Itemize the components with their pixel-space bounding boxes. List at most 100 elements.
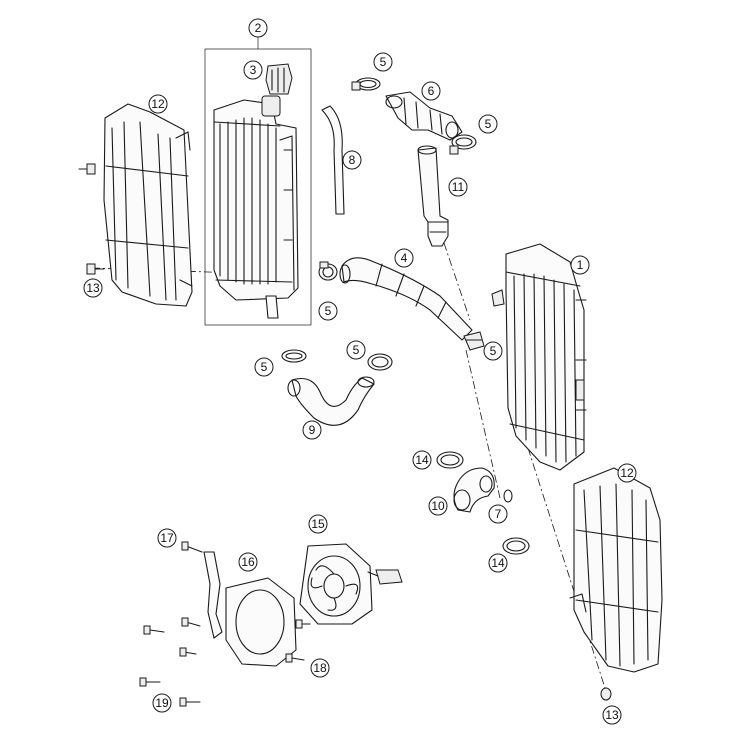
callout-c1: 1 — [570, 255, 590, 275]
callout-c9: 9 — [302, 420, 322, 440]
bent-hose — [287, 376, 375, 426]
callout-number: 13 — [86, 281, 100, 295]
callout-c14a: 14 — [412, 450, 432, 470]
callout-circle — [318, 301, 338, 321]
callout-number: 8 — [349, 153, 356, 167]
callout-number: 13 — [605, 708, 619, 722]
callout-circle — [483, 341, 503, 361]
right-radiator — [505, 243, 587, 471]
callout-c5b: 5 — [478, 114, 498, 134]
hose-clamp-mid-left — [318, 261, 338, 281]
callout-c2: 2 — [248, 18, 268, 38]
callout-c13b: 13 — [602, 705, 622, 725]
callout-number: 5 — [261, 360, 268, 374]
callout-circle — [308, 514, 328, 534]
callout-number: 18 — [313, 661, 327, 675]
callout-number: 7 — [495, 507, 502, 521]
left-radiator — [213, 95, 299, 319]
left-radiator-shroud — [103, 103, 193, 307]
callout-c12b: 12 — [617, 463, 637, 483]
callout-circle — [373, 52, 393, 72]
callout-circle — [428, 496, 448, 516]
callout-c3: 3 — [243, 60, 263, 80]
callout-circle — [243, 60, 263, 80]
callout-c5c: 5 — [318, 301, 338, 321]
hose-clamp-upper-left — [351, 77, 381, 91]
callout-number: 14 — [491, 556, 505, 570]
callout-number: 5 — [325, 304, 332, 318]
callout-circle — [148, 94, 168, 114]
callout-circle — [157, 528, 177, 548]
callout-number: 2 — [255, 21, 262, 35]
callout-circle — [448, 177, 468, 197]
callout-c14b: 14 — [488, 553, 508, 573]
hose-clamp-mid-right — [463, 331, 485, 351]
callout-c6: 6 — [421, 81, 441, 101]
callout-c5e: 5 — [254, 357, 274, 377]
callout-circle — [617, 463, 637, 483]
callout-c18: 18 — [310, 658, 330, 678]
callout-number: 5 — [380, 55, 387, 69]
hose-clamp-part-14-upper — [436, 451, 464, 469]
cooling-fan — [299, 543, 403, 625]
callout-circle — [248, 18, 268, 38]
callout-circle — [342, 150, 362, 170]
callout-number: 12 — [620, 466, 634, 480]
hose-clamp-lower-right — [367, 353, 393, 371]
callout-number: 11 — [452, 180, 465, 194]
callout-circle — [488, 504, 508, 524]
callout-number: 19 — [155, 696, 169, 710]
elbow-hose — [453, 467, 495, 513]
callout-c5a: 5 — [373, 52, 393, 72]
mounting-bracket-top-right — [491, 289, 505, 307]
thermostat-pipe — [417, 145, 449, 247]
callout-number: 5 — [490, 344, 497, 358]
callout-circle — [152, 693, 172, 713]
callout-number: 5 — [485, 117, 492, 131]
callout-c5f: 5 — [346, 340, 366, 360]
callout-c12a: 12 — [148, 94, 168, 114]
callout-c7: 7 — [488, 504, 508, 524]
callout-number: 1 — [577, 258, 584, 272]
callout-c5d: 5 — [483, 341, 503, 361]
part-13-bolt-upper — [78, 163, 96, 175]
callout-c15: 15 — [308, 514, 328, 534]
callout-circle — [412, 450, 432, 470]
callout-number: 6 — [428, 84, 435, 98]
callout-circle — [310, 658, 330, 678]
o-ring — [503, 489, 513, 503]
callout-c10: 10 — [428, 496, 448, 516]
callout-circle — [570, 255, 590, 275]
fan-shroud — [203, 551, 297, 667]
callout-circle — [602, 705, 622, 725]
callout-number: 12 — [151, 97, 165, 111]
callout-number: 15 — [311, 517, 325, 531]
long-radiator-hose — [339, 257, 473, 341]
callout-circle — [488, 553, 508, 573]
callout-circle — [478, 114, 498, 134]
part-13-bolt-right — [600, 687, 612, 701]
callout-c17: 17 — [157, 528, 177, 548]
callout-number: 16 — [241, 555, 255, 569]
callout-number: 10 — [431, 499, 445, 513]
hose-clamp-upper-right — [449, 134, 477, 155]
part-13-bolt-lower — [86, 263, 105, 275]
callout-c19: 19 — [152, 693, 172, 713]
callout-circle — [302, 420, 322, 440]
callout-number: 17 — [160, 531, 174, 545]
callout-number: 9 — [309, 423, 316, 437]
callout-number: 5 — [353, 343, 360, 357]
callout-c11: 11 — [448, 177, 468, 197]
right-radiator-shroud — [569, 467, 663, 673]
callout-circle — [254, 357, 274, 377]
y-connector-hose — [385, 91, 463, 141]
callout-circle — [238, 552, 258, 572]
callout-circle — [346, 340, 366, 360]
callout-number: 14 — [415, 453, 429, 467]
small-hose — [321, 105, 345, 215]
callout-circle — [83, 278, 103, 298]
callout-number: 4 — [401, 251, 408, 265]
